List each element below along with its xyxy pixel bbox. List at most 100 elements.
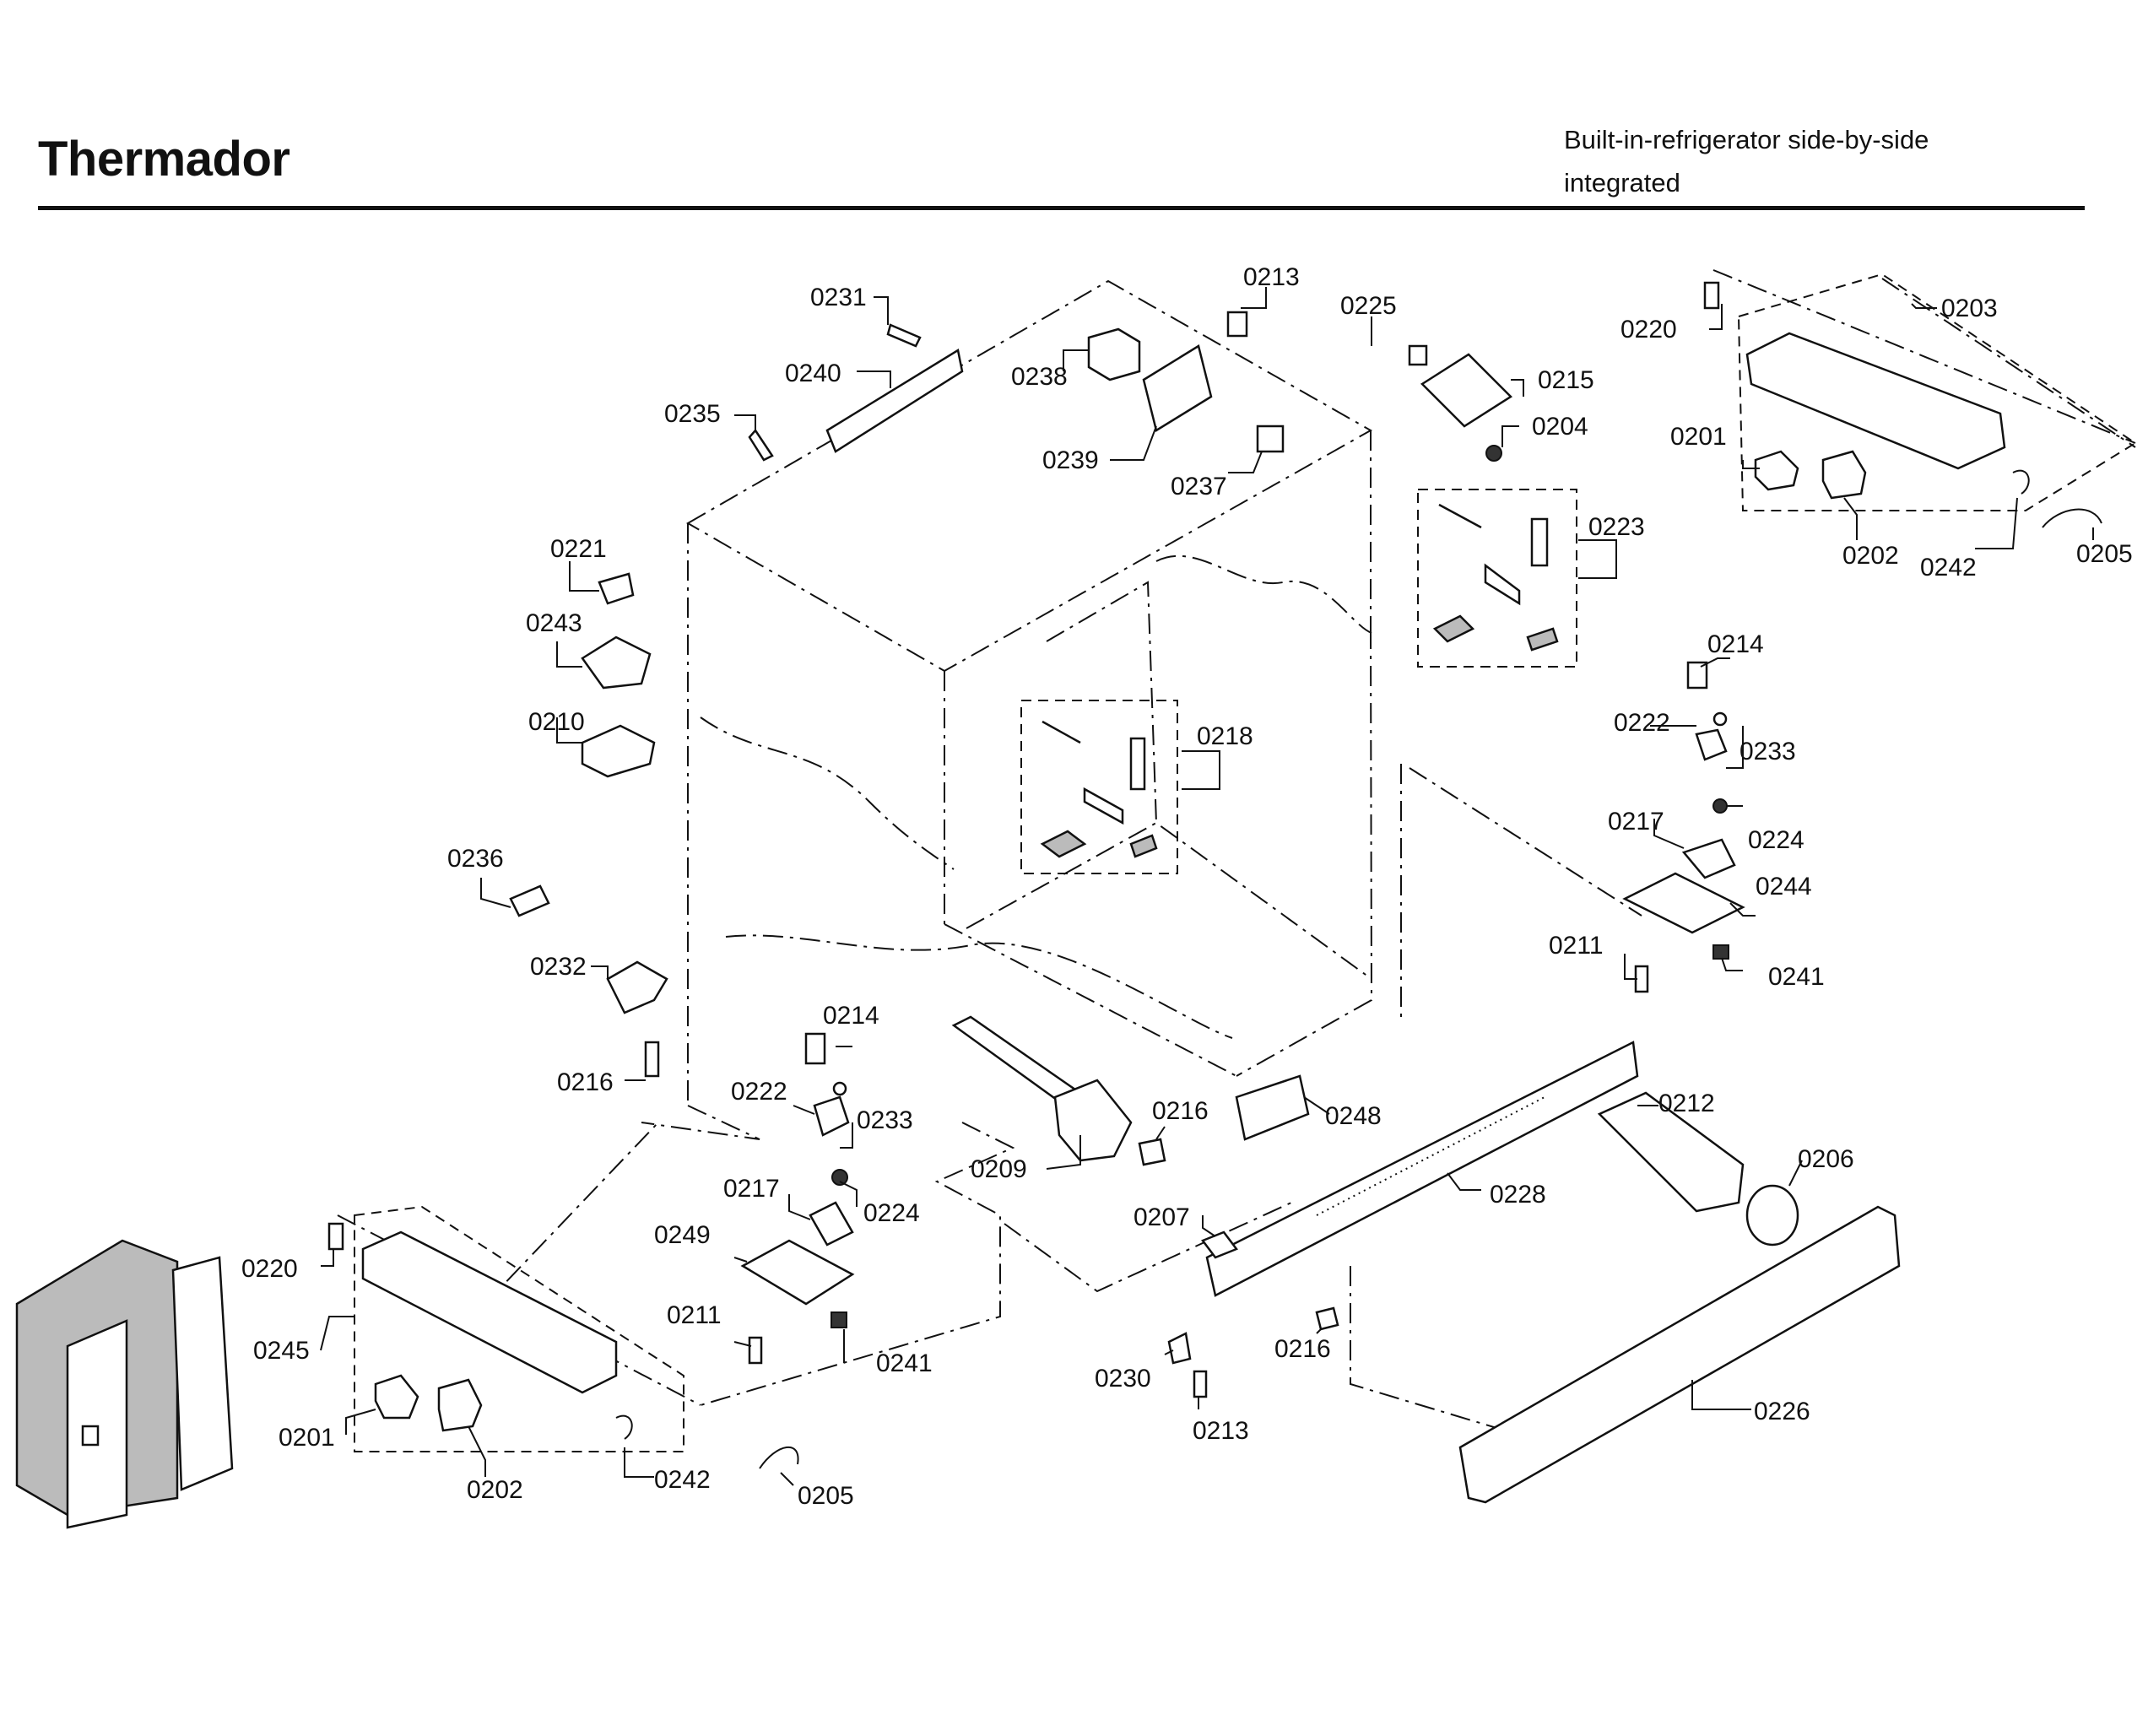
cover-0248-icon	[1235, 1074, 1310, 1141]
washer-0233-lower-icon	[832, 1081, 847, 1096]
callout-0202-top: 0202	[1842, 542, 1899, 570]
nut-0224-lower-icon	[831, 1169, 848, 1186]
subtitle-line-1: Built-in-refrigerator side-by-side	[1564, 125, 1929, 154]
callout-0237: 0237	[1171, 473, 1227, 500]
clip-0242-icon	[2012, 469, 2030, 495]
callout-0210: 0210	[528, 708, 585, 736]
screw-0220-lower-icon	[327, 1222, 344, 1251]
clip-0207-icon	[1201, 1230, 1238, 1259]
assembly-box-0223	[1417, 489, 1577, 668]
grille-vents-icon	[1316, 1096, 1545, 1216]
callout-0228: 0228	[1490, 1181, 1546, 1209]
callout-0233-center: 0233	[857, 1106, 913, 1134]
callout-0233-right: 0233	[1740, 738, 1796, 765]
spring-0223-icon	[1438, 503, 1482, 529]
callout-0244: 0244	[1756, 873, 1812, 900]
callout-0220-lower: 0220	[241, 1255, 298, 1283]
callout-0216-lower: 0216	[1274, 1335, 1331, 1363]
screw-0220-icon	[1703, 281, 1720, 310]
screw-0213-icon	[1226, 311, 1248, 338]
foot-0201-lower-icon	[374, 1374, 419, 1420]
callout-0238: 0238	[1011, 363, 1068, 391]
brand-title: Thermador	[38, 132, 290, 187]
callout-0243: 0243	[526, 609, 582, 637]
spacer-0205-icon	[2042, 508, 2102, 528]
screw-0231-icon	[886, 323, 922, 348]
plate-0249-icon	[740, 1239, 855, 1306]
callout-0217-right: 0217	[1608, 808, 1664, 836]
clamp-0210-icon	[581, 724, 656, 778]
rail-0203-icon	[1745, 332, 2006, 470]
callout-0206: 0206	[1798, 1145, 1854, 1173]
foot-0218-icon	[1040, 830, 1087, 858]
nut-0241-lower-icon	[831, 1311, 847, 1328]
filter-0212-icon	[1597, 1091, 1745, 1213]
callout-0209: 0209	[971, 1155, 1027, 1183]
rail-0245-icon	[361, 1230, 618, 1394]
callout-0205-lower: 0205	[798, 1482, 854, 1510]
callout-0249: 0249	[654, 1221, 711, 1249]
clip-0242-lower-icon	[615, 1414, 633, 1440]
callout-0202-lower: 0202	[467, 1476, 523, 1504]
plate-0244-icon	[1622, 872, 1745, 934]
callout-0242-top: 0242	[1920, 554, 1977, 581]
callout-0204: 0204	[1532, 413, 1588, 441]
spring-0218-icon	[1042, 720, 1081, 744]
callout-0222-right: 0222	[1614, 709, 1670, 737]
callout-0216-mid: 0216	[1152, 1097, 1209, 1125]
callout-0245: 0245	[253, 1337, 310, 1365]
callout-0212: 0212	[1658, 1090, 1715, 1117]
callout-0203: 0203	[1941, 295, 1998, 322]
callout-0225: 0225	[1340, 292, 1397, 320]
bolt-0223-icon	[1530, 517, 1549, 567]
callout-0214-right: 0214	[1707, 630, 1764, 658]
callout-0216-left: 0216	[557, 1068, 614, 1096]
nut-0224-icon	[1712, 798, 1728, 814]
callout-0242-lower: 0242	[654, 1466, 711, 1494]
callout-0218: 0218	[1197, 722, 1253, 750]
clip-0218-icon	[1129, 834, 1158, 858]
callout-0220-top: 0220	[1620, 316, 1677, 343]
subtitle-line-2: integrated	[1564, 168, 1680, 197]
callout-0222-center: 0222	[731, 1078, 787, 1106]
hinge-0217-lower-icon	[809, 1201, 854, 1247]
nut-0204-icon	[1485, 445, 1502, 462]
washer-0233-icon	[1712, 711, 1728, 727]
roller-0236-icon	[509, 884, 550, 917]
callout-0226: 0226	[1754, 1398, 1810, 1425]
relay-0238-icon	[1087, 327, 1141, 381]
bracket-0223-icon	[1484, 563, 1521, 606]
pin-0214-icon	[1686, 661, 1708, 690]
callout-0214-center: 0214	[823, 1002, 879, 1030]
foot-0201-icon	[1754, 450, 1799, 491]
cabinet-outline	[337, 269, 2136, 1436]
assembly-box-0245	[354, 1205, 684, 1452]
holder-0243-icon	[581, 635, 652, 690]
connector-0237-icon	[1256, 425, 1285, 453]
callout-0232: 0232	[530, 953, 587, 981]
callout-0224-right: 0224	[1748, 826, 1804, 854]
callout-0236: 0236	[447, 845, 504, 873]
callout-0215: 0215	[1538, 366, 1594, 394]
clip-0223-icon	[1526, 627, 1559, 652]
callout-0211-center: 0211	[667, 1301, 722, 1329]
callout-0217-center: 0217	[723, 1175, 780, 1203]
callout-0230: 0230	[1095, 1365, 1151, 1393]
grille-0228-icon	[1205, 1041, 1639, 1297]
screw-0216-lower-icon	[1315, 1306, 1339, 1331]
callout-0205-top: 0205	[2076, 540, 2133, 568]
callout-0235: 0235	[664, 400, 721, 428]
callout-0239: 0239	[1042, 446, 1099, 474]
bracket-0230-icon	[1167, 1332, 1192, 1365]
assembly-box-0218	[1020, 700, 1178, 874]
plate-0239-icon	[1142, 344, 1213, 432]
callout-0207: 0207	[1134, 1203, 1190, 1231]
hinge-0217-icon	[1681, 838, 1736, 879]
cap-0206-icon	[1745, 1184, 1799, 1247]
screw-0225-icon	[1408, 344, 1428, 366]
bolt-0235-icon	[748, 428, 774, 462]
foot-0223-icon	[1432, 614, 1475, 643]
screw-0211-icon	[1634, 965, 1649, 993]
callout-0223: 0223	[1588, 513, 1645, 541]
pin-0214-lower-icon	[804, 1032, 826, 1065]
